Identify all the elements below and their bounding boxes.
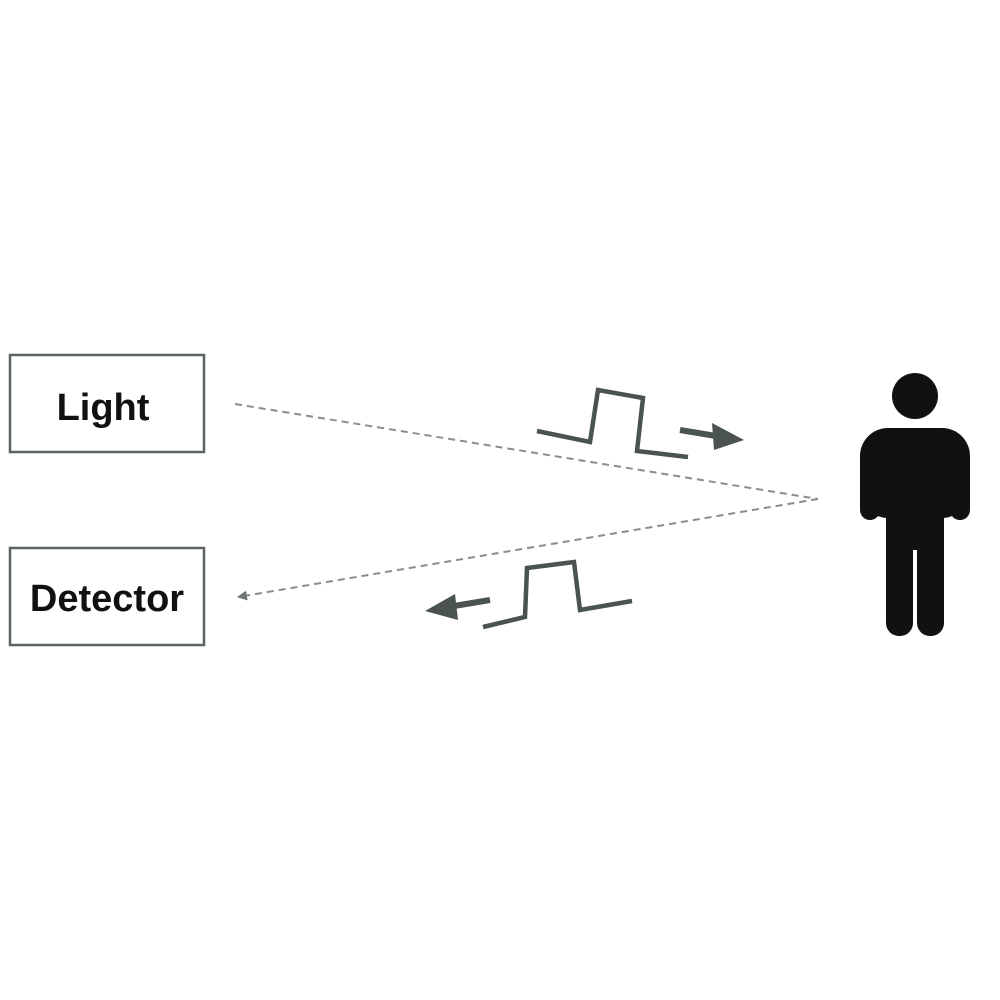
detector-box-label: Detector [30, 578, 184, 620]
arrow-right-icon [679, 423, 744, 450]
person-icon [860, 373, 970, 636]
light-box-frame [8, 353, 206, 454]
light-box-label: Light [57, 387, 150, 429]
detector-box: Detector [8, 546, 206, 647]
return-pulse [482, 559, 633, 630]
light-box: Light [8, 353, 206, 454]
arrow-left-icon [425, 594, 491, 620]
detector-box-frame [8, 546, 206, 647]
return-beam-line [237, 498, 819, 601]
outgoing-pulse [536, 387, 689, 460]
outgoing-beam-line [234, 403, 819, 500]
